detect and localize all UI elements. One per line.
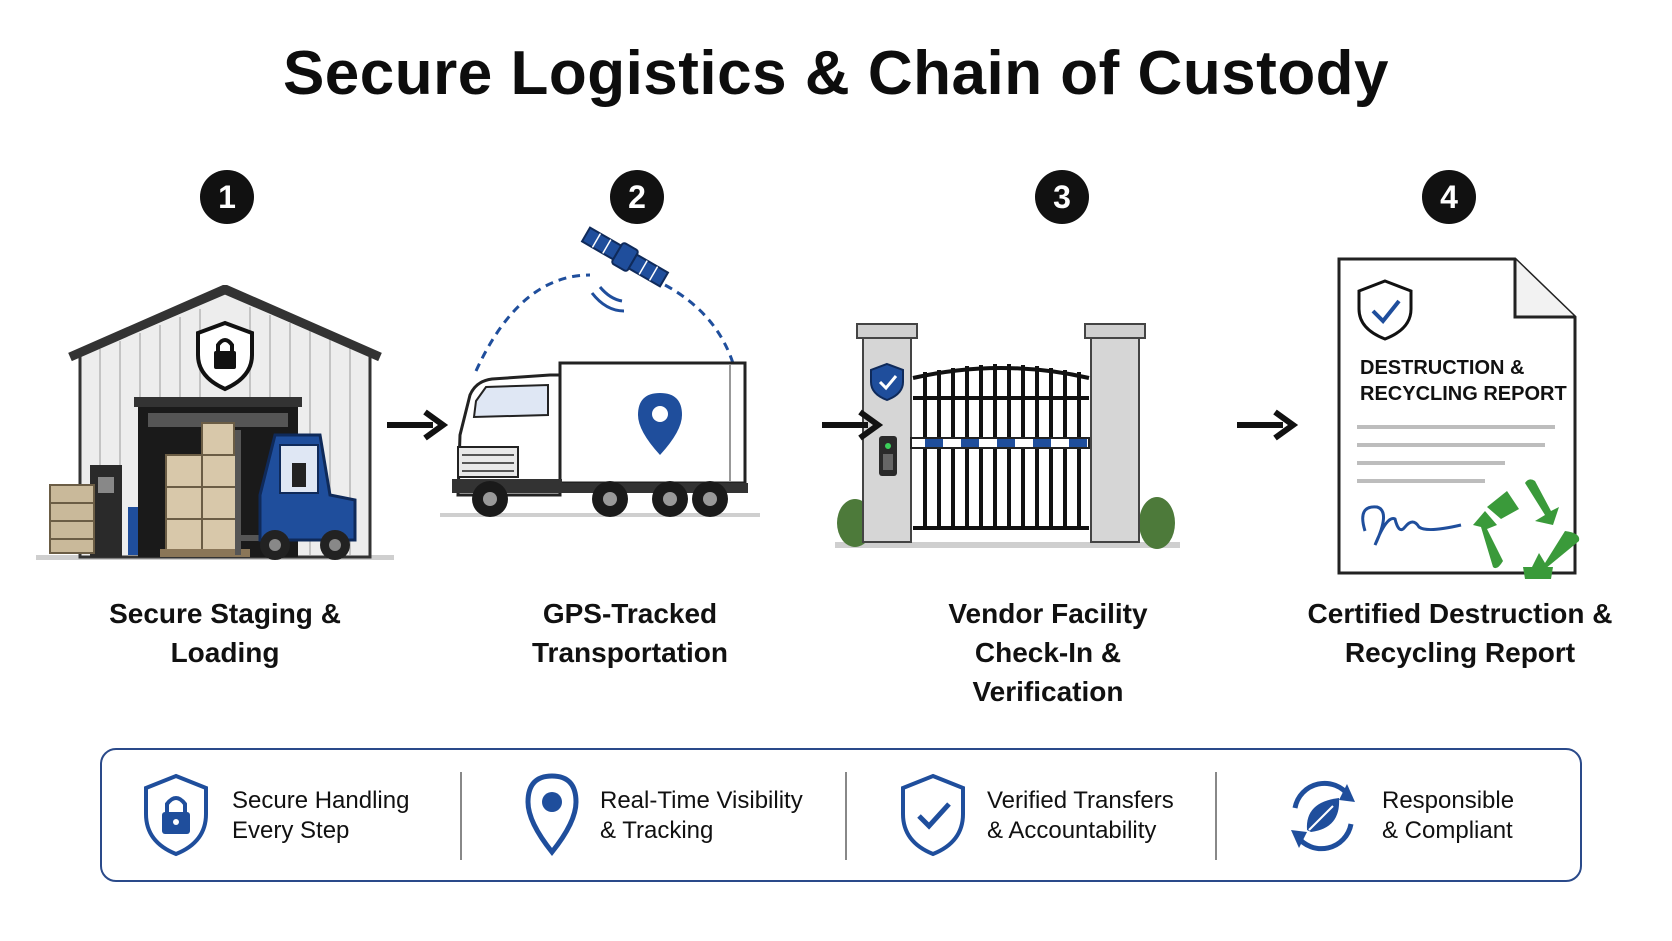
feature-verified-transfers-text: Verified Transfers & Accountability (987, 786, 1174, 846)
step-3-label-line-2: Check-In & (974, 637, 1122, 668)
feature-real-time-visibility: Real-Time Visibility & Tracking (462, 750, 847, 880)
feature-4-line-2: & Compliant (1382, 817, 1513, 844)
feature-3-line-2: & Accountability (987, 817, 1157, 844)
step-3-label: Vendor Facility Check-In & Verification (898, 594, 1198, 711)
feature-divider-2 (845, 772, 847, 860)
warehouse-forklift-illustration (36, 285, 394, 560)
flow-arrow-1-icon (387, 409, 449, 441)
step-2-badge: 2 (610, 170, 664, 224)
flow-arrow-3-icon (1237, 409, 1299, 441)
report-title-line-2: RECYCLING REPORT (1360, 383, 1567, 405)
page-title: Secure Logistics & Chain of Custody (282, 39, 1390, 108)
feature-2-line-1: Real-Time Visibility (600, 787, 803, 814)
gps-truck-illustration (440, 226, 760, 517)
eco-leaf-cycle-icon (1291, 780, 1355, 852)
step-3-label-line-1: Vendor Facility (948, 598, 1148, 629)
feature-4-line-1: Responsible (1382, 787, 1515, 814)
step-4-label: Certified Destruction & Recycling Report (1300, 594, 1620, 672)
feature-1-line-1: Secure Handling (232, 787, 410, 814)
certificate-document-illustration (1337, 257, 1580, 579)
flow-arrow-2-icon (822, 409, 884, 441)
step-1-label-line-1: Secure Staging & (109, 598, 341, 629)
features-panel: Secure Handling Every Step Real-Time Vis… (100, 748, 1582, 882)
shield-check-icon (901, 773, 965, 857)
step-1-label-line-2: Loading (170, 637, 280, 668)
feature-responsible-compliant-text: Responsible & Compliant (1382, 786, 1514, 846)
secure-gate-illustration (835, 323, 1180, 549)
feature-2-line-2: & Tracking (600, 817, 714, 844)
step-1-badge: 1 (200, 170, 254, 224)
feature-divider-1 (460, 772, 462, 860)
step-4-label-line-1: Certified Destruction & (1307, 598, 1613, 629)
feature-responsible-compliant: Responsible & Compliant (1217, 750, 1582, 880)
feature-verified-transfers: Verified Transfers & Accountability (847, 750, 1217, 880)
feature-secure-handling: Secure Handling Every Step (102, 750, 462, 880)
feature-secure-handling-text: Secure Handling Every Step (232, 786, 409, 846)
feature-1-line-2: Every Step (232, 817, 350, 844)
feature-real-time-visibility-text: Real-Time Visibility & Tracking (600, 786, 803, 846)
step-2-label-line-1: GPS-Tracked (542, 598, 718, 629)
step-2-label: GPS-Tracked Transportation (480, 594, 780, 672)
step-4-label-line-2: Recycling Report (1344, 637, 1576, 668)
step-3-label-line-3: Verification (972, 676, 1124, 707)
step-2-label-line-2: Transportation (531, 637, 728, 668)
step-1-label: Secure Staging & Loading (75, 594, 375, 672)
step-3-badge: 3 (1035, 170, 1089, 224)
report-title: DESTRUCTION & RECYCLING REPORT (1360, 355, 1567, 407)
feature-divider-3 (1215, 772, 1217, 860)
location-pin-icon (525, 773, 579, 857)
step-4-badge: 4 (1422, 170, 1476, 224)
shield-lock-icon (144, 773, 208, 857)
feature-3-line-1: Verified Transfers (987, 787, 1174, 814)
report-title-line-1: DESTRUCTION & (1360, 357, 1525, 379)
